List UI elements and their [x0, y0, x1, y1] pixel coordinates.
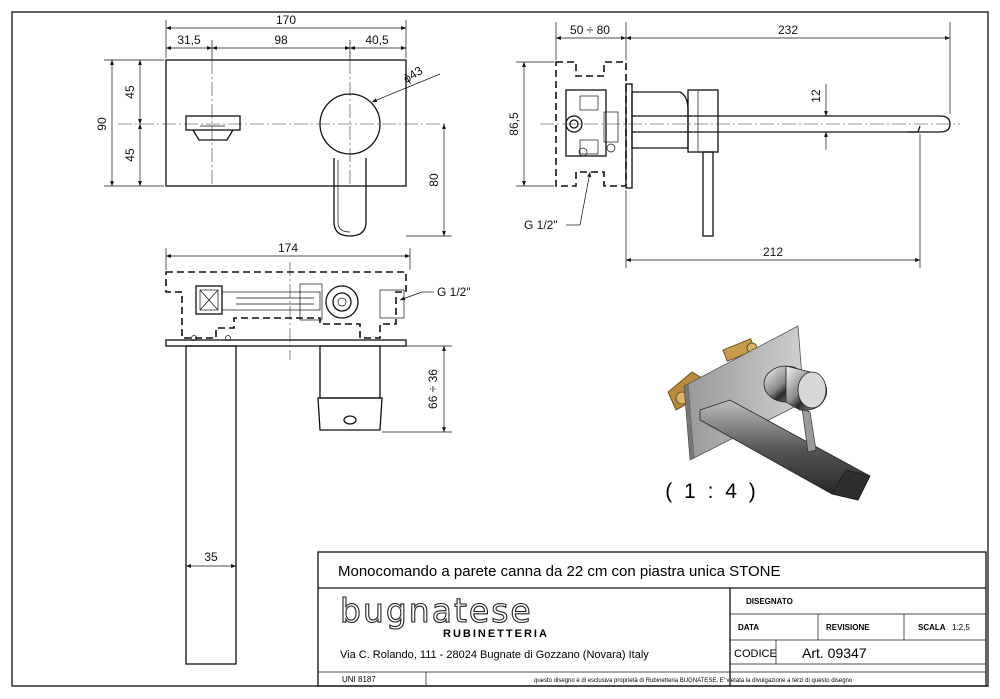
dim-top-thread: G 1/2"	[437, 285, 471, 299]
dim-top-depth: 66 ÷ 36	[426, 369, 440, 409]
front-plate	[165, 59, 407, 187]
label-disegnato: DISEGNATO	[746, 597, 793, 606]
front-handle-circle	[319, 93, 381, 155]
dim-front-half-top: 45	[123, 85, 137, 99]
dim-front-mid: 98	[274, 33, 288, 47]
dim-side-spout-len: 212	[763, 245, 783, 259]
front-view: 170 31,5 98 40,5 ϕ43 90 45 45 80	[95, 13, 452, 237]
label-codice: CODICE	[734, 648, 777, 660]
title-block: Monocomando a parete canna da 22 cm con …	[317, 551, 987, 687]
dim-front-half-bottom: 45	[123, 148, 137, 162]
dim-side-total: 232	[778, 23, 798, 37]
company-address: Via C. Rolando, 111 - 28024 Bugnate di G…	[340, 649, 649, 661]
value-codice: Art. 09347	[802, 645, 867, 661]
scale-label: ( 1 : 4 )	[665, 480, 759, 503]
dim-top-total: 174	[278, 241, 298, 255]
uni-standard: UNI 8187	[342, 675, 376, 684]
brand-subtitle: RUBINETTERIA	[443, 628, 549, 640]
dim-side-thread: G 1/2"	[524, 218, 558, 232]
top-view: 174 G 1/2" 66 ÷ 36 35	[165, 241, 471, 665]
dim-top-spout-w: 35	[204, 550, 218, 564]
dim-front-diam: ϕ43	[401, 63, 426, 86]
product-render	[667, 325, 871, 501]
label-scala: SCALA	[918, 623, 946, 632]
dim-side-spout-h: 12	[809, 89, 823, 103]
drawing-frame	[11, 11, 989, 687]
front-lever	[333, 158, 367, 237]
dim-front-left: 31,5	[177, 33, 201, 47]
dim-side-height: 86,5	[507, 112, 521, 136]
side-view: 50 ÷ 80 232 86,5 12 212 G 1/2"	[507, 22, 960, 268]
drawing-title: Monocomando a parete canna da 22 cm con …	[338, 563, 780, 580]
brand-logo: bugnatese	[340, 591, 533, 630]
dim-front-lever: 80	[427, 173, 441, 187]
dim-front-right: 40,5	[365, 33, 389, 47]
value-scala: 1:2,5	[952, 623, 970, 632]
dim-front-height: 90	[95, 117, 109, 131]
dim-front-total: 170	[276, 13, 296, 27]
label-revisione: REVISIONE	[826, 623, 870, 632]
dim-side-wall: 50 ÷ 80	[570, 23, 610, 37]
copyright-notice: questo disegno è di esclusiva proprietà …	[534, 678, 853, 684]
top-spout	[185, 345, 237, 665]
label-data: DATA	[738, 623, 759, 632]
